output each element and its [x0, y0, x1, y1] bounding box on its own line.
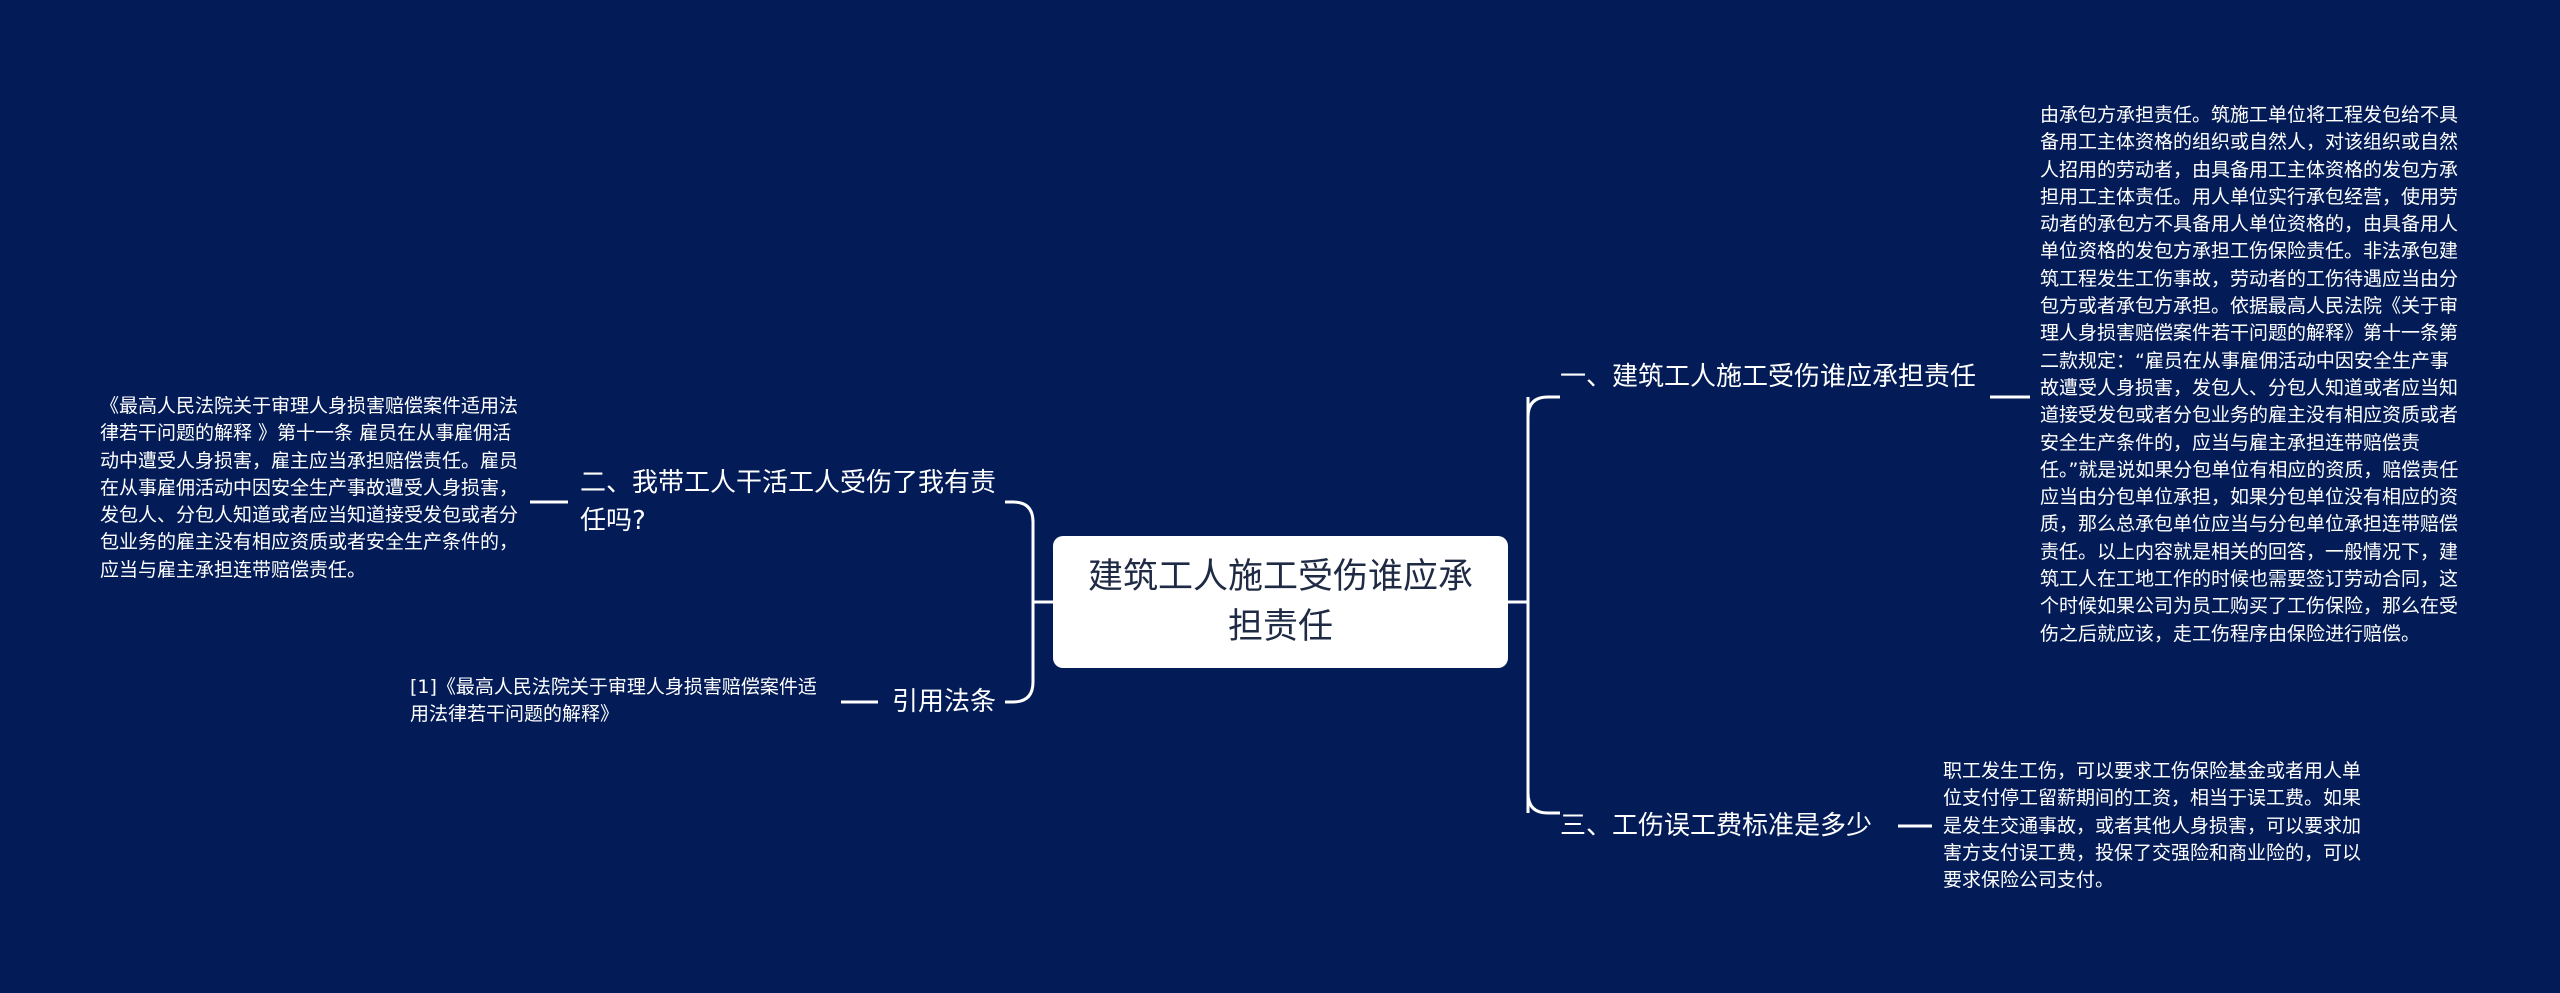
connector-to-b2	[1005, 500, 1035, 523]
branch-label: 引用法条	[892, 687, 997, 717]
branch-label: 三、工伤误工费标准是多少	[1560, 811, 1873, 841]
leaf-employer-detail: 《最高人民法院关于审理人身损害赔偿案件适用法律若干问题的解释 》第十一条 雇员在…	[100, 393, 525, 584]
connector-to-b4	[1005, 681, 1035, 704]
connector-to-b3	[1526, 792, 1560, 815]
leaf-cited-law-detail: [1]《最高人民法院关于审理人身损害赔偿案件适用法律若干问题的解释》	[410, 674, 830, 728]
branch-node-liability[interactable]: 一、建筑工人施工受伤谁应承担责任	[1560, 358, 1980, 396]
leaf-lost-wages-detail: 职工发生工伤，可以要求工伤保险基金或者用人单位支付停工留薪期间的工资，相当于误工…	[1943, 758, 2368, 894]
leaf-text: 职工发生工伤，可以要求工伤保险基金或者用人单位支付停工留薪期间的工资，相当于误工…	[1943, 760, 2362, 892]
branch-label: 二、我带工人干活工人受伤了我有责任吗?	[580, 468, 997, 536]
branch-node-lost-wages[interactable]: 三、工伤误工费标准是多少	[1560, 807, 1900, 845]
branch-node-cited-law[interactable]: 引用法条	[892, 683, 1012, 721]
connector-to-b1	[1526, 395, 1560, 418]
leaf-liability-detail: 由承包方承担责任。筑施工单位将工程发包给不具备用工主体资格的组织或自然人，对该组…	[2040, 102, 2460, 648]
root-title: 建筑工人施工受伤谁应承担责任	[1087, 557, 1473, 647]
branch-label: 一、建筑工人施工受伤谁应承担责任	[1560, 362, 1977, 392]
leaf-text: [1]《最高人民法院关于审理人身损害赔偿案件适用法律若干问题的解释》	[410, 676, 817, 725]
connector-root-left	[1031, 520, 1053, 682]
leaf-text: 《最高人民法院关于审理人身损害赔偿案件适用法律若干问题的解释 》第十一条 雇员在…	[100, 395, 519, 581]
branch-node-employer-responsibility[interactable]: 二、我带工人干活工人受伤了我有责任吗?	[580, 464, 1005, 540]
connector-root-right	[1508, 397, 1530, 813]
root-node[interactable]: 建筑工人施工受伤谁应承担责任	[1053, 536, 1508, 668]
leaf-text: 由承包方承担责任。筑施工单位将工程发包给不具备用工主体资格的组织或自然人，对该组…	[2040, 104, 2459, 645]
